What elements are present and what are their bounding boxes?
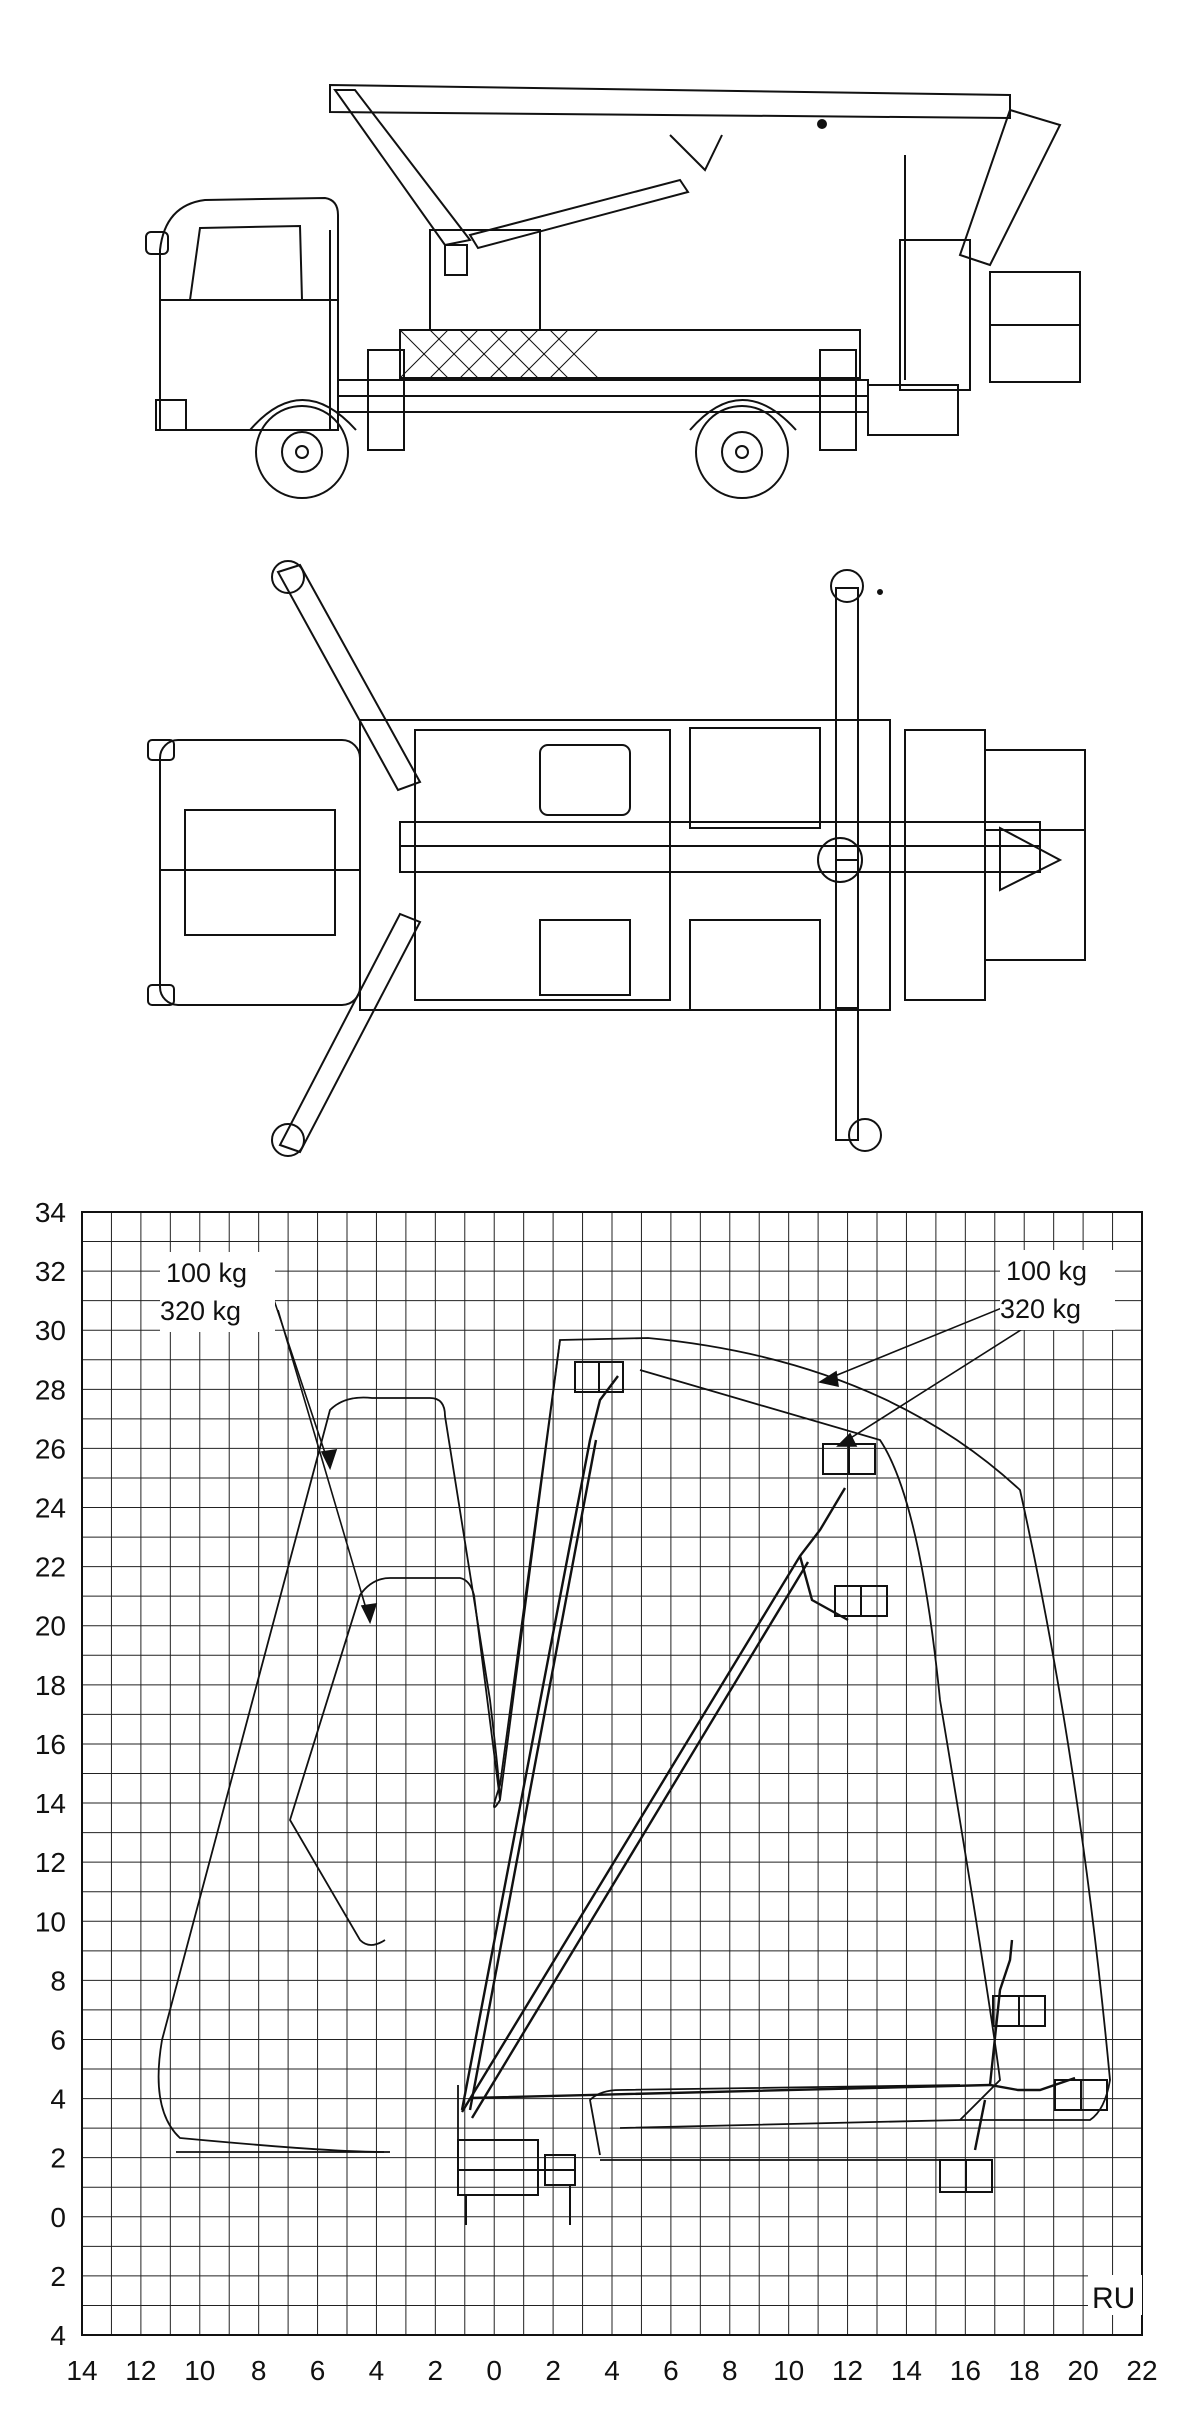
boom-low-right bbox=[469, 2076, 1076, 2100]
x-tick-label: 16 bbox=[950, 2355, 981, 2386]
y-tick-label: 32 bbox=[35, 1256, 66, 1287]
y-tick-label: 28 bbox=[35, 1374, 66, 1405]
boom-vertical bbox=[460, 1375, 619, 2111]
outrigger-rear-right bbox=[835, 859, 882, 1152]
x-tick-label: 2 bbox=[545, 2355, 561, 2386]
boom-positions bbox=[460, 1375, 1076, 2151]
x-tick-label: 20 bbox=[1068, 2355, 1099, 2386]
boom-diagonal bbox=[460, 1487, 847, 2113]
chassis-top bbox=[359, 719, 891, 1011]
outrigger-front-left bbox=[271, 560, 422, 792]
outrigger-rear-left bbox=[830, 569, 864, 1009]
y-tick-label: 2 bbox=[50, 2143, 66, 2174]
truck-at-origin bbox=[457, 2139, 576, 2225]
y-tick-label: 4 bbox=[50, 2320, 66, 2351]
x-tick-label: 8 bbox=[251, 2355, 267, 2386]
envelope-320kg bbox=[289, 1339, 1001, 2121]
x-tick-label: 14 bbox=[891, 2355, 922, 2386]
cab-outline bbox=[159, 196, 339, 431]
x-tick-label: 14 bbox=[66, 2355, 97, 2386]
y-tick-label: 12 bbox=[35, 1847, 66, 1878]
y-tick-label: 18 bbox=[35, 1670, 66, 1701]
truck-side-view bbox=[145, 83, 1081, 499]
mirror bbox=[145, 231, 169, 255]
x-tick-label: 22 bbox=[1126, 2355, 1157, 2386]
grid-frame bbox=[81, 1211, 1143, 2336]
x-tick-label: 6 bbox=[310, 2355, 326, 2386]
cargo-deck bbox=[399, 329, 861, 379]
lower-boom bbox=[333, 89, 472, 247]
rear-wheel bbox=[695, 405, 789, 499]
right-label-320kg: 320 kg bbox=[1000, 1294, 1081, 1324]
front-wheel bbox=[255, 405, 349, 499]
x-tick-label: 12 bbox=[832, 2355, 863, 2386]
y-tick-label: 16 bbox=[35, 1729, 66, 1760]
y-tick-label: 8 bbox=[50, 1965, 66, 1996]
y-tick-label: 6 bbox=[50, 2024, 66, 2055]
region-code: RU bbox=[1092, 2282, 1135, 2315]
x-tick-label: 8 bbox=[722, 2355, 738, 2386]
lift-cylinder bbox=[468, 178, 690, 250]
leader-lines bbox=[267, 1281, 1047, 1625]
y-tick-label: 24 bbox=[35, 1493, 66, 1524]
y-tick-label: 30 bbox=[35, 1315, 66, 1346]
turret bbox=[429, 229, 541, 331]
x-tick-label: 4 bbox=[604, 2355, 620, 2386]
x-tick-label: 12 bbox=[125, 2355, 156, 2386]
y-tick-label: 10 bbox=[35, 1906, 66, 1937]
right-label-100kg: 100 kg bbox=[1006, 1256, 1087, 1286]
x-tick-label: 10 bbox=[184, 2355, 215, 2386]
left-label-100kg: 100 kg bbox=[166, 1258, 247, 1288]
cab-window bbox=[188, 224, 304, 301]
grid-lines bbox=[81, 1211, 1143, 2336]
x-tick-label: 0 bbox=[486, 2355, 502, 2386]
jib bbox=[958, 108, 1062, 267]
outrigger-front-right bbox=[271, 912, 422, 1157]
y-tick-label: 22 bbox=[35, 1552, 66, 1583]
upper-boom bbox=[329, 83, 1011, 120]
work-basket bbox=[989, 271, 1081, 383]
y-tick-label: 0 bbox=[50, 2202, 66, 2233]
baskets bbox=[574, 1361, 1108, 2193]
reach-envelopes bbox=[157, 1337, 1111, 2161]
front-outrigger bbox=[367, 349, 405, 451]
x-tick-label: 10 bbox=[773, 2355, 804, 2386]
y-tick-label: 26 bbox=[35, 1433, 66, 1464]
headlight bbox=[155, 399, 187, 431]
truck-top-view bbox=[147, 560, 1086, 1157]
x-tick-label: 18 bbox=[1009, 2355, 1040, 2386]
y-tick-label: 34 bbox=[35, 1197, 66, 1228]
x-tick-label: 2 bbox=[428, 2355, 444, 2386]
rear-outrigger bbox=[819, 349, 857, 451]
envelope-100kg bbox=[157, 1337, 1111, 2153]
y-tick-label: 14 bbox=[35, 1788, 66, 1819]
cab-top bbox=[159, 739, 361, 1006]
x-tick-label: 6 bbox=[663, 2355, 679, 2386]
y-tick-label: 20 bbox=[35, 1611, 66, 1642]
x-tick-label: 4 bbox=[369, 2355, 385, 2386]
y-tick-label: 4 bbox=[50, 2084, 66, 2115]
y-tick-label: 2 bbox=[50, 2261, 66, 2292]
left-label-320kg: 320 kg bbox=[160, 1296, 241, 1326]
